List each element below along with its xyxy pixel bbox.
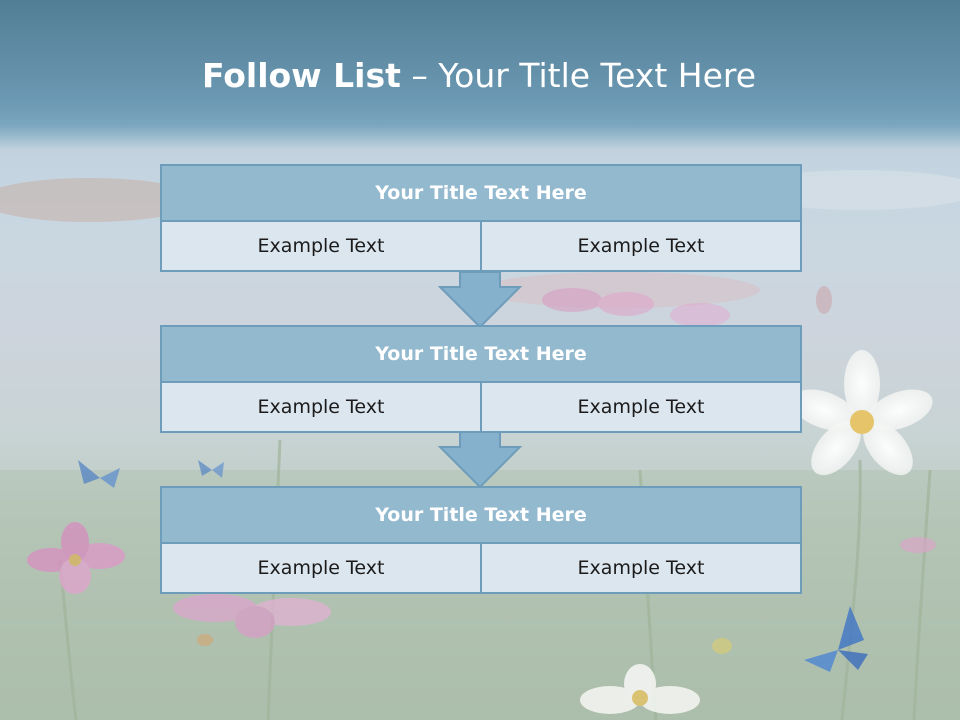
white-flower xyxy=(791,350,933,476)
pink-flower xyxy=(670,303,730,327)
list-box-3: Your Title Text Here Example Text Exampl… xyxy=(160,486,802,594)
box-right-cell[interactable]: Example Text xyxy=(480,220,802,272)
pink-flower xyxy=(27,522,125,594)
butterfly-icon xyxy=(78,460,120,488)
list-box-2: Your Title Text Here Example Text Exampl… xyxy=(160,325,802,433)
box-right-cell[interactable]: Example Text xyxy=(480,381,802,433)
box-left-cell[interactable]: Example Text xyxy=(160,381,482,433)
pink-flower xyxy=(173,594,331,638)
pink-flower xyxy=(542,288,654,316)
pink-flower xyxy=(900,537,936,553)
down-arrow-icon xyxy=(438,271,522,329)
white-flower-bottom xyxy=(580,664,700,714)
box-left-cell[interactable]: Example Text xyxy=(160,220,482,272)
box-left-cell[interactable]: Example Text xyxy=(160,542,482,594)
flower-buds xyxy=(197,286,832,654)
box-title[interactable]: Your Title Text Here xyxy=(160,486,802,544)
title-rest-part: – Your Title Text Here xyxy=(400,56,757,95)
butterfly-icon xyxy=(804,606,868,672)
slide-title: Follow List – Your Title Text Here xyxy=(202,52,756,100)
butterfly-icon xyxy=(198,460,224,478)
title-bold-part: Follow List xyxy=(202,56,401,95)
down-arrow-icon xyxy=(438,431,522,489)
list-box-1: Your Title Text Here Example Text Exampl… xyxy=(160,164,802,272)
box-title[interactable]: Your Title Text Here xyxy=(160,164,802,222)
box-right-cell[interactable]: Example Text xyxy=(480,542,802,594)
box-title[interactable]: Your Title Text Here xyxy=(160,325,802,383)
cloud xyxy=(0,178,200,222)
